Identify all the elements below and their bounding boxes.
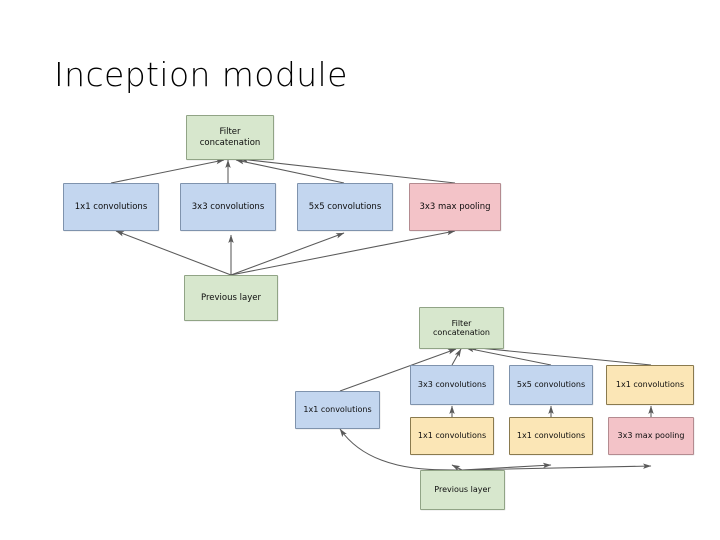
- node-label: Previous layer: [434, 485, 491, 495]
- node-label: 1x1 convolutions: [303, 405, 372, 415]
- node-label-line1: Filter: [451, 318, 472, 328]
- edge-conv5x5-to-concat: [465, 346, 552, 366]
- node-3x3-convolutions: 3x3 convolutions: [180, 183, 276, 231]
- node-label-line1: Filter: [219, 127, 241, 138]
- node-label-line2: concatenation: [432, 328, 491, 337]
- node-5x5-convolutions: 5x5 convolutions: [297, 183, 393, 231]
- node-label: 3x3 convolutions: [191, 201, 265, 212]
- node-3x3-max-pooling: 3x3 max pooling: [409, 183, 501, 231]
- node-filter-concatenation: Filter concatenation: [186, 115, 274, 160]
- node-label: 5x5 convolutions: [308, 201, 382, 212]
- node-previous-layer: Previous layer: [184, 275, 278, 321]
- node-1x1-convolutions-right: 1x1 convolutions: [606, 365, 694, 405]
- edge-conv1x1-right-to-concat: [468, 345, 652, 366]
- node-label: 1x1 convolutions: [516, 431, 586, 441]
- node-3x3-max-pooling: 3x3 max pooling: [608, 417, 694, 455]
- node-1x1-convolutions: 1x1 convolutions: [63, 183, 159, 231]
- edge-conv3x3-to-concat: [451, 348, 462, 366]
- node-3x3-convolutions: 3x3 convolutions: [410, 365, 494, 405]
- node-filter-concatenation: Filter concatenation: [419, 307, 504, 349]
- node-label: 3x3 max pooling: [617, 431, 685, 441]
- node-label: 1x1 convolutions: [417, 431, 487, 441]
- node-label-line2: concatenation: [199, 137, 261, 148]
- page-title: Inception module: [54, 55, 348, 94]
- node-label: 1x1 convolutions: [615, 380, 685, 390]
- node-label: 5x5 convolutions: [516, 380, 586, 390]
- node-1x1-convolutions-reduce-a: 1x1 convolutions: [410, 417, 494, 455]
- node-label: 3x3 max pooling: [419, 201, 491, 212]
- node-label: Previous layer: [201, 292, 261, 303]
- node-label: 1x1 convolutions: [74, 201, 148, 212]
- node-1x1-convolutions-reduce-b: 1x1 convolutions: [509, 417, 593, 455]
- node-previous-layer: Previous layer: [420, 470, 505, 510]
- node-5x5-convolutions: 5x5 convolutions: [509, 365, 593, 405]
- node-1x1-convolutions-left: 1x1 convolutions: [295, 391, 380, 429]
- node-label: 3x3 convolutions: [417, 380, 487, 390]
